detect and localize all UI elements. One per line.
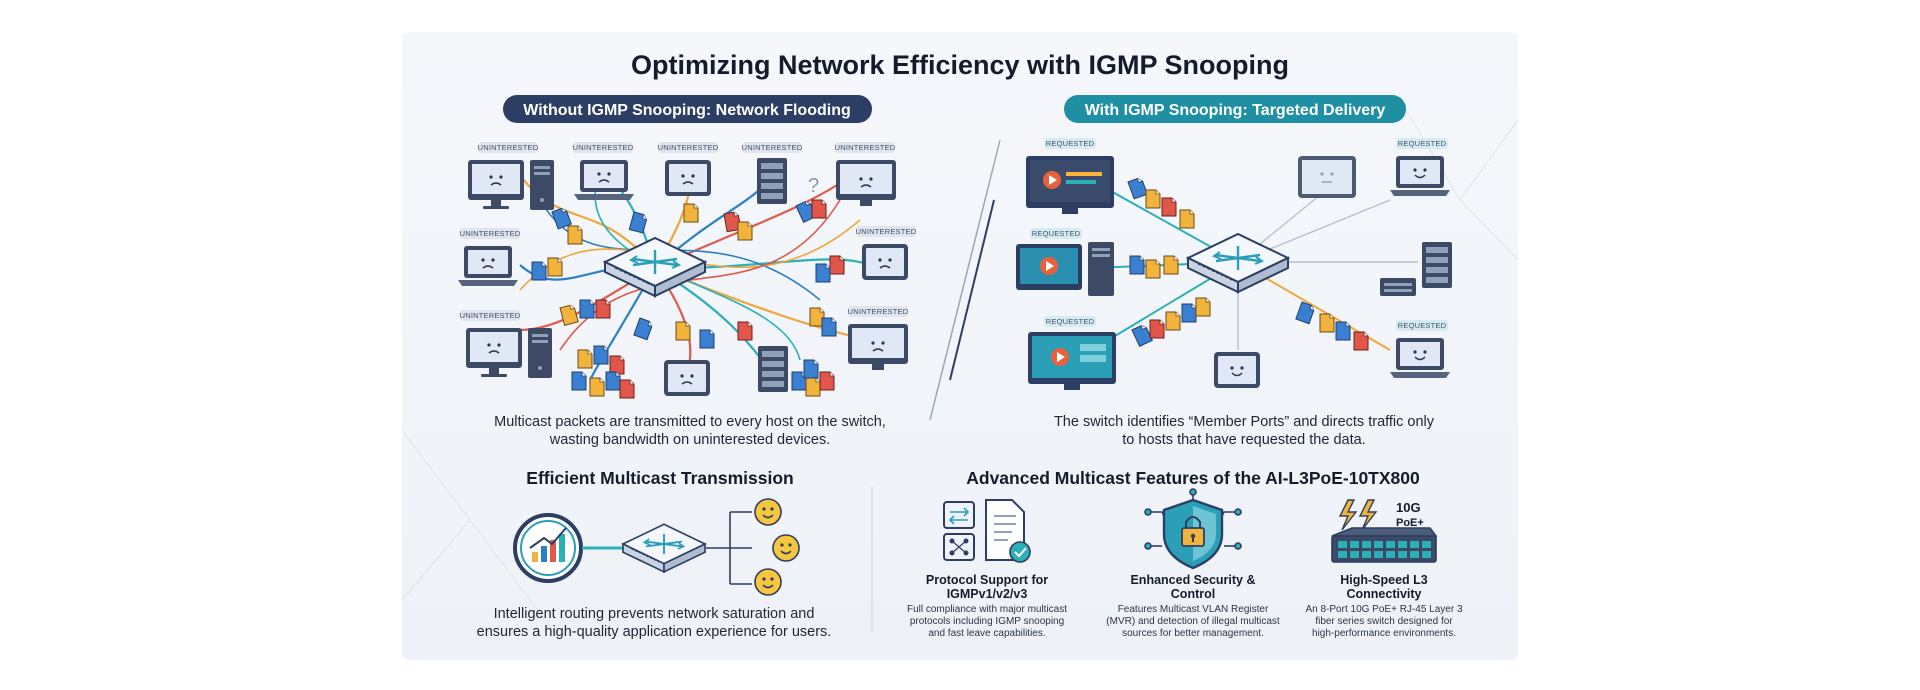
flood-host-6: UNINTERESTED (458, 228, 521, 286)
flood-host-9: UNINTERESTED (848, 306, 909, 370)
with-pill-label: With IGMP Snooping: Targeted Delivery (1085, 102, 1386, 119)
feature-3-title-line-1: High-Speed L3 (1340, 573, 1428, 587)
requested-host-5-tag: REQUESTED (1398, 321, 1447, 330)
targeted-caption-line-2: to hosts that have requested the data. (1122, 432, 1365, 448)
protocol-document-icon (943, 499, 1031, 563)
flood-host-3: UNINTERESTED (658, 142, 719, 196)
happy-user-1-icon (754, 498, 782, 526)
flood-host-5-tag: UNINTERESTED (835, 143, 896, 152)
feature-1-title-line-1: Protocol Support for (926, 573, 1048, 587)
requested-host-1: REQUESTED (1026, 138, 1114, 214)
flooding-switch (603, 236, 707, 298)
flood-host-10 (664, 360, 710, 396)
flood-host-1-tag: UNINTERESTED (478, 143, 539, 152)
happy-user-2-icon (772, 534, 800, 562)
flood-host-8: UNINTERESTED (460, 310, 552, 378)
feature-3-desc-line-1: An 8-Port 10G PoE+ RJ-45 Layer 3 (1305, 604, 1462, 615)
requested-host-3-tag: REQUESTED (1046, 317, 1095, 326)
targeted-diagram: REQUESTED REQUESTED REQUESTED (1016, 138, 1452, 390)
feature-2-title-line-2: Control (1171, 587, 1215, 601)
page-title: Optimizing Network Efficiency with IGMP … (631, 50, 1289, 80)
without-pill: Without IGMP Snooping: Network Flooding (503, 95, 872, 123)
feature-2-desc-line-1: Features Multicast VLAN Register (1118, 604, 1269, 615)
feature-3-badge-10g: 10G (1396, 500, 1421, 515)
feature-1-title-line-2: IGMPv1/v2/v3 (947, 587, 1028, 601)
requested-host-3: REQUESTED (1028, 316, 1116, 390)
flooding-caption-line-2: wasting bandwidth on uninterested device… (549, 432, 831, 448)
feature-2-desc-line-3: sources for better management. (1122, 628, 1264, 639)
flood-host-3-tag: UNINTERESTED (658, 143, 719, 152)
requested-host-4: REQUESTED (1390, 138, 1450, 196)
feature-3-desc-line-2: fiber series switch designed for (1315, 616, 1453, 627)
feature-2-desc-line-2: (MVR) and detection of illegal multicast (1106, 616, 1280, 627)
feature-3-title-line-2: Connectivity (1346, 587, 1421, 601)
idle-host-tablet-bottom (1214, 352, 1260, 388)
feature-1-desc-line-3: and fast leave capabilities. (928, 628, 1045, 639)
requested-host-5: REQUESTED (1390, 320, 1450, 378)
feature-3-desc-line-3: high-performance environments. (1312, 628, 1456, 639)
feature-1-desc-line-1: Full compliance with major multicast (907, 604, 1067, 615)
shield-lock-icon (1144, 488, 1242, 570)
flooding-caption-line-1: Multicast packets are transmitted to eve… (494, 414, 886, 430)
flood-host-7: UNINTERESTED (856, 226, 917, 280)
flood-host-2-tag: UNINTERESTED (573, 143, 634, 152)
flooding-diagram: UNINTERESTED UNINTERESTED UNINTERESTED U… (458, 142, 917, 399)
features-heading: Advanced Multicast Features of the AI-L3… (966, 468, 1420, 488)
panel-divider (929, 139, 1001, 421)
with-pill: With IGMP Snooping: Targeted Delivery (1064, 95, 1406, 123)
efficient-switch-icon (622, 523, 706, 573)
feature-1-desc-line-2: protocols including IGMP snooping (910, 616, 1064, 627)
confused-question-mark: ? (808, 175, 819, 197)
efficient-caption-line-2: ensures a high-quality application exper… (477, 624, 832, 640)
feature-protocol-support: Protocol Support for IGMPv1/v2/v3 Full c… (907, 499, 1067, 639)
feature-2-title-line-1: Enhanced Security & (1130, 573, 1255, 587)
flood-host-11 (758, 346, 788, 392)
requested-host-1-tag: REQUESTED (1046, 139, 1095, 148)
efficient-heading: Efficient Multicast Transmission (526, 468, 793, 488)
flood-host-4-tag: UNINTERESTED (742, 143, 803, 152)
feature-security: Enhanced Security & Control Features Mul… (1106, 488, 1280, 639)
requested-host-4-tag: REQUESTED (1398, 139, 1447, 148)
requested-host-2: REQUESTED (1016, 228, 1114, 296)
branch-lines (706, 511, 752, 585)
flood-host-1: UNINTERESTED (468, 142, 554, 210)
flood-host-7-tag: UNINTERESTED (856, 227, 917, 236)
poe-switch-icon: 10G PoE+ (1331, 499, 1438, 563)
idle-host-tablet-top (1298, 156, 1356, 198)
flood-host-4: UNINTERESTED ? (742, 142, 819, 204)
flood-host-2: UNINTERESTED (573, 142, 634, 200)
flood-host-8-tag: UNINTERESTED (460, 311, 521, 320)
efficient-diagram (513, 498, 800, 596)
feature-3-badge-poe: PoE+ (1396, 517, 1424, 529)
feature-high-speed: 10G PoE+ High-Speed L3 Connectivity An 8… (1305, 499, 1463, 639)
flood-host-9-tag: UNINTERESTED (848, 307, 909, 316)
without-pill-label: Without IGMP Snooping: Network Flooding (523, 102, 851, 119)
happy-user-3-icon (754, 568, 782, 596)
requested-host-2-tag: REQUESTED (1032, 229, 1081, 238)
efficient-caption-line-1: Intelligent routing prevents network sat… (494, 606, 815, 622)
targeted-caption-line-1: The switch identifies “Member Ports” and… (1054, 414, 1435, 430)
analytics-chart-icon (513, 513, 583, 583)
flood-host-5: UNINTERESTED (835, 142, 896, 206)
idle-host-server (1380, 242, 1452, 296)
flood-host-6-tag: UNINTERESTED (460, 229, 521, 238)
background-geometry (401, 99, 1519, 641)
